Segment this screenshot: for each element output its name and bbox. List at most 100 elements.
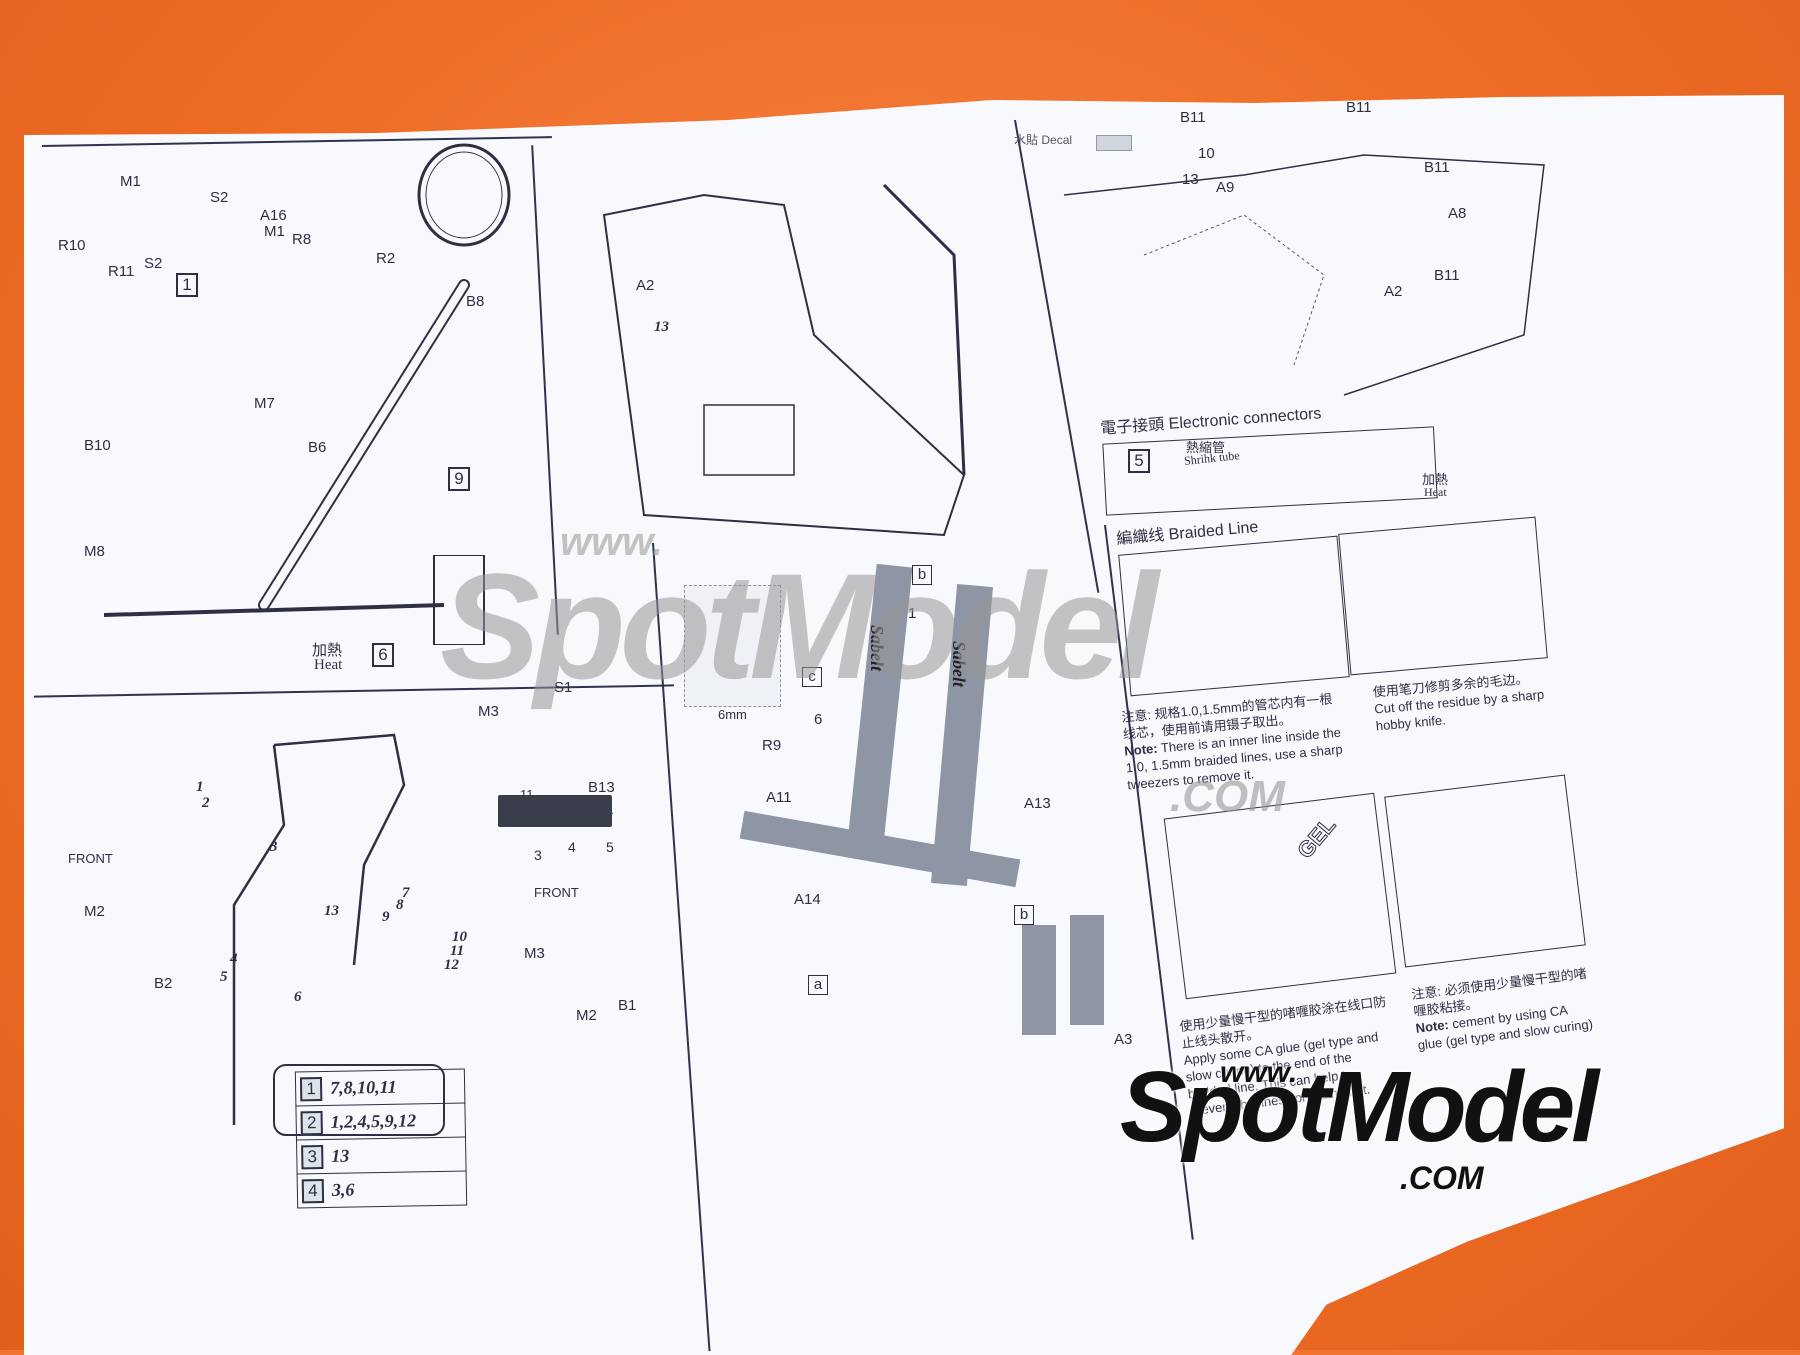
part-label: R10 [58,237,86,254]
part-label: B11 [1434,267,1460,284]
brand-suffix: .COM [1400,1160,1484,1196]
part-label: A13 [1024,795,1051,812]
part-label: A16 [260,207,287,224]
connectors-box [1102,426,1438,516]
part-label: M1 [264,223,285,240]
belt-template [684,585,781,707]
wire-number: 3 [270,839,278,855]
part-label: M2 [576,1007,597,1024]
part-label: S1 [554,679,573,696]
heat-en: Heat [1424,485,1447,499]
heat-label-cn: 加熱 [312,642,343,659]
part-label: 4 [568,839,576,855]
part-label: R8 [292,231,312,248]
steering-wheel-drawing [417,143,511,247]
part-label: M8 [84,543,105,560]
part-label: 13 [1182,171,1199,188]
watermark-prefix: www. [560,520,663,564]
belt-end-1 [1022,925,1056,1035]
belt-end-2 [1070,915,1104,1025]
wire-number: 9 [382,909,390,925]
wire-number: 6 [294,989,302,1005]
legend-box: 3 [301,1144,324,1169]
steering-column-drawing [258,279,470,611]
decal-cn: 水貼 [1014,133,1039,147]
part-label: M2 [84,903,105,920]
decal-en: Decal [1041,133,1073,147]
part-label: B6 [308,439,327,456]
part-label: 5 [606,839,614,855]
decal-label: 水貼 Decal [1014,131,1072,148]
wire-number: 12 [444,957,459,973]
part-label: B11 [1180,109,1206,126]
step-box: 1 [176,273,198,297]
column-shaft-drawing [104,555,485,645]
instruction-sheet: M1 S2 A16 M1 R8 R10 R11 S2 R2 B8 M7 B6 B… [24,95,1784,1355]
heat-label-en: Heat [314,657,343,673]
part-label: 1 [908,605,917,622]
part-label: M3 [524,945,545,962]
braided-image-2 [1338,516,1548,676]
decal-swatch [1096,135,1132,151]
wire-number: 13 [324,903,339,919]
wire-number: 7 [402,885,410,901]
brand-logo: www.SpotModel [1120,1050,1599,1165]
legend-box: 4 [301,1178,325,1203]
wire-number: 2 [202,795,210,811]
note-cement: 注意: 必须使用少量慢干型的啫喱胶粘接。 Note: cement by usi… [1411,964,1598,1053]
brand-prefix: www. [1220,1056,1298,1089]
wire-number: 11 [450,943,465,959]
step-box: 6 [372,643,394,667]
part-label: A9 [1216,179,1235,196]
wire-number: 10 [452,929,467,945]
part-label: 10 [1198,145,1215,162]
letter-box: a [808,975,828,995]
part-label: B1 [618,997,637,1014]
sabelt-text: Sabelt [867,625,887,672]
watermark-suffix: .COM [1170,772,1285,821]
part-label: S2 [144,255,163,272]
part-label: A2 [636,277,655,294]
part-label: A3 [1114,1031,1133,1048]
part-label: 13 [654,319,669,335]
part-label: M7 [254,395,275,412]
cockpit-drawing [1063,154,1545,396]
part-label: 3 [534,847,542,863]
sabelt-text: Sabelt [949,641,969,688]
part-label: S2 [210,189,229,206]
step-box: 9 [448,467,470,491]
gel-image-2 [1384,774,1586,968]
shrink-tube-cn: 熱縮管 [1186,440,1226,455]
part-label: R11 [108,263,135,280]
part-label: 6 [814,711,823,728]
legend-box: 1 [299,1076,323,1101]
part-label: B8 [466,293,485,310]
part-label: A14 [794,891,821,908]
dimension-label: 6mm [718,707,747,722]
part-label: B11 [1346,99,1372,116]
part-label: B10 [84,437,111,454]
watermark-name: SpotModel [440,542,1159,710]
part-label: M3 [478,703,499,720]
letter-box: c [802,667,822,687]
front-label: FRONT [68,851,113,866]
note-label: Note: [1123,740,1159,759]
braided-title-en: Braided Line [1168,518,1260,544]
part-label: M1 [120,173,141,190]
part-label: B2 [154,975,173,992]
wire-number: 1 [196,779,204,795]
wire-number: 4 [230,951,238,967]
connectors-title-en: Electronic connectors [1168,405,1322,433]
brand-name: SpotModel [1120,1051,1599,1163]
step-box: 5 [1128,449,1150,473]
heat-cn: 加熱 [1422,472,1449,487]
letter-box: b [1014,905,1034,925]
note-label: Note: [1414,1016,1450,1036]
wire-number: 8 [396,897,404,913]
gauge-decal-strip [498,795,612,827]
